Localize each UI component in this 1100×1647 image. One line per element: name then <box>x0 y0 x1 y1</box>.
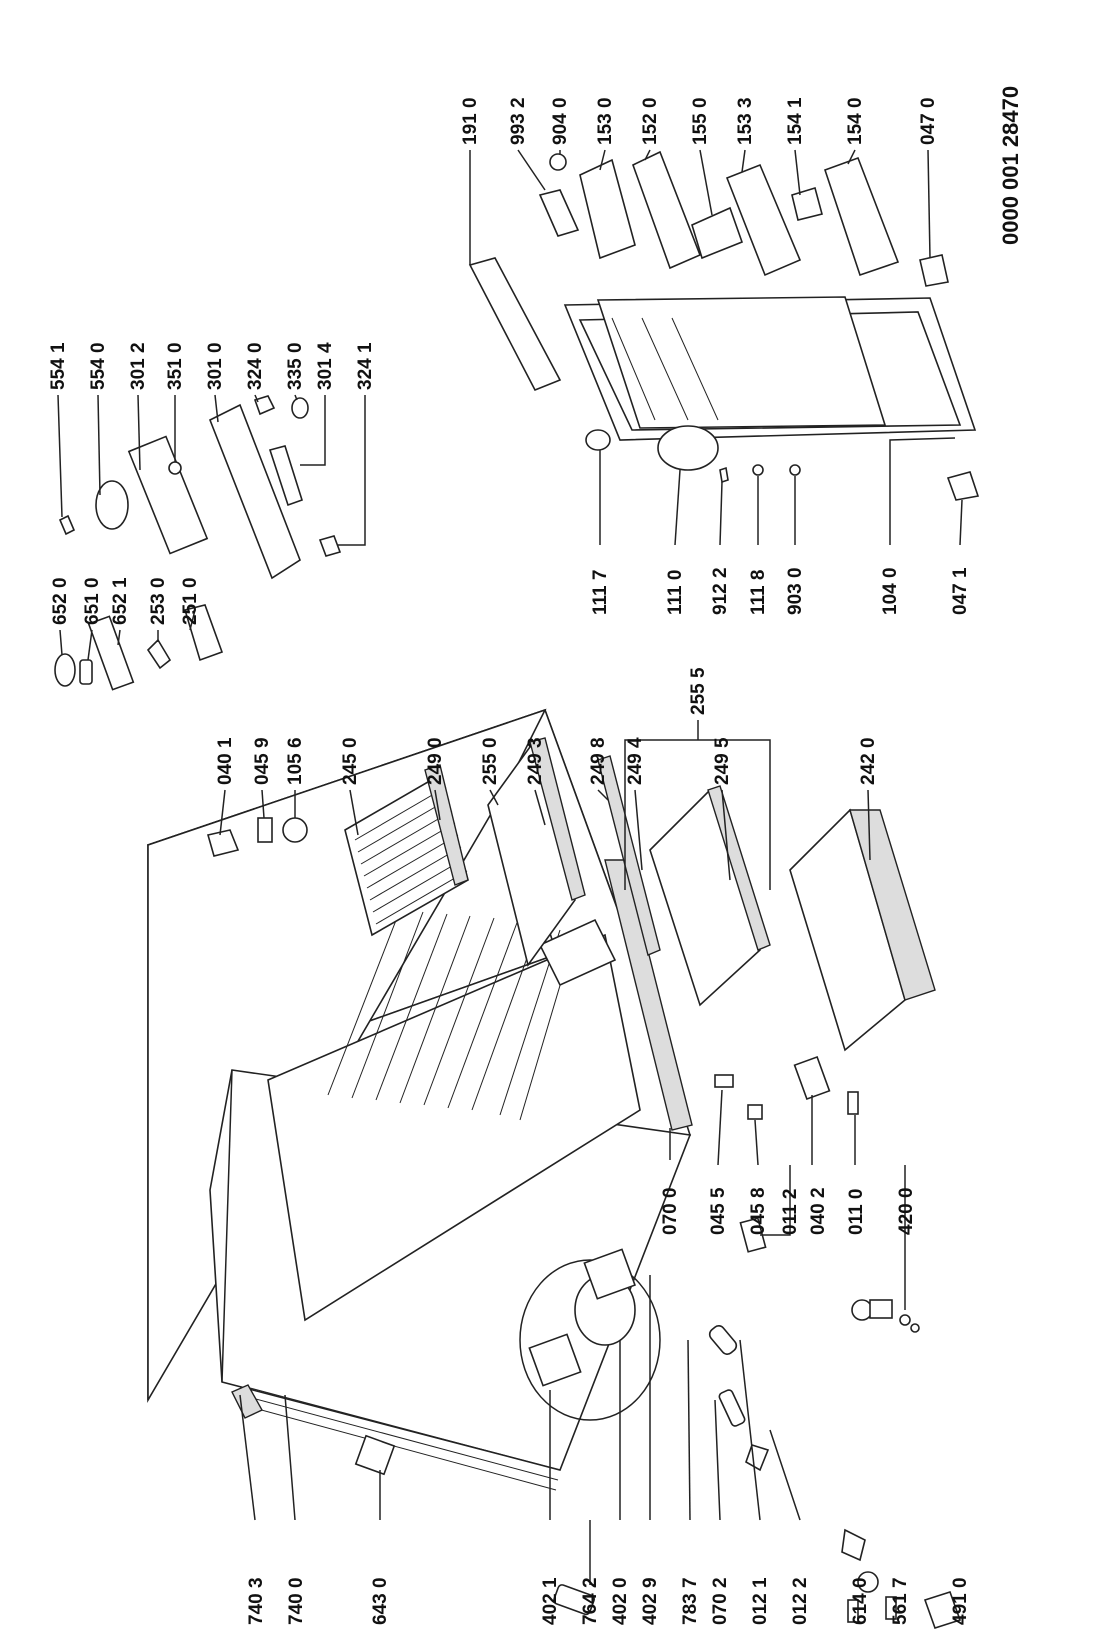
part-label: 040 2 <box>808 1187 829 1235</box>
part-label: 993 2 <box>508 97 529 145</box>
part-label: 111 7 <box>590 570 611 615</box>
labels-column-2: 070 0 045 5 045 8 011 2 040 2 011 0 420 … <box>660 1187 917 1235</box>
part-label: 047 0 <box>918 97 939 145</box>
part-label: 420 0 <box>896 1187 917 1235</box>
part-label: 249 5 <box>712 737 733 785</box>
part-label: 301 4 <box>315 342 336 390</box>
shelves-drawing <box>206 737 936 1052</box>
part-label: 045 8 <box>748 1187 769 1235</box>
part-label: 402 9 <box>640 1577 661 1625</box>
document-number: 0000 001 28470 <box>998 86 1023 245</box>
part-label: 153 0 <box>595 97 616 145</box>
part-label: 554 0 <box>88 342 109 390</box>
controls-drawing <box>54 604 224 691</box>
part-label: 045 9 <box>252 737 273 785</box>
part-label: 554 1 <box>48 342 69 390</box>
labels-column-6: 111 7 111 0 912 2 111 8 903 0 104 0 047 … <box>590 567 971 615</box>
fittings-drawing <box>708 1055 962 1629</box>
part-label: 012 1 <box>750 1577 771 1625</box>
part-label: 045 5 <box>708 1187 729 1235</box>
part-label: 154 1 <box>785 97 806 145</box>
part-label: 111 0 <box>665 570 686 615</box>
part-label: 070 0 <box>660 1187 681 1235</box>
labels-column-5: 554 1 554 0 301 2 351 0 301 0 324 0 335 … <box>48 342 376 390</box>
door-drawing <box>468 150 980 501</box>
light-housing-drawing <box>58 395 342 580</box>
part-label: 652 0 <box>50 577 71 625</box>
part-label: 153 3 <box>735 97 756 145</box>
labels-column-1: 740 3 740 0 643 0 402 1 764 2 402 0 402 … <box>246 1577 971 1625</box>
part-label: 903 0 <box>785 567 806 615</box>
part-label: 652 1 <box>110 577 131 625</box>
part-label: 740 0 <box>286 1577 307 1625</box>
part-label: 249 4 <box>625 737 646 785</box>
part-label: 040 1 <box>215 737 236 785</box>
part-label: 351 0 <box>165 342 186 390</box>
labels-column-3: 040 1 045 9 105 6 245 0 249 0 255 0 249 … <box>215 667 879 785</box>
part-label: 251 0 <box>180 577 201 625</box>
leader-lines <box>57 149 963 1585</box>
part-label: 104 0 <box>880 567 901 615</box>
part-label: 324 0 <box>245 342 266 390</box>
part-label: 012 2 <box>790 1577 811 1625</box>
part-label: 011 0 <box>846 1189 867 1236</box>
part-label: 154 0 <box>845 97 866 145</box>
part-label: 253 0 <box>148 577 169 625</box>
part-label: 651 0 <box>82 577 103 625</box>
part-label: 491 0 <box>950 1577 971 1625</box>
part-label: 335 0 <box>285 342 306 390</box>
part-label: 245 0 <box>340 737 361 785</box>
part-label: 011 2 <box>780 1189 801 1236</box>
part-label: 249 3 <box>525 737 546 785</box>
part-label: 402 1 <box>540 1577 561 1625</box>
part-label: 912 2 <box>710 567 731 615</box>
part-label: 764 2 <box>580 1577 601 1625</box>
part-label: 242 0 <box>858 737 879 785</box>
part-label: 152 0 <box>640 97 661 145</box>
part-label: 324 1 <box>355 342 376 390</box>
part-label: 191 0 <box>460 97 481 145</box>
part-label: 643 0 <box>370 1577 391 1625</box>
part-label: 614 0 <box>850 1577 871 1625</box>
labels-column-7: 191 0 993 2 904 0 153 0 152 0 155 0 153 … <box>460 97 939 145</box>
part-label: 249 0 <box>425 737 446 785</box>
part-label: 301 2 <box>128 342 149 390</box>
part-label: 249 8 <box>588 737 609 785</box>
part-label: 561 7 <box>890 1577 911 1625</box>
part-label: 070 2 <box>710 1577 731 1625</box>
part-label: 301 0 <box>205 342 226 390</box>
part-label: 783 7 <box>680 1577 701 1625</box>
part-label: 904 0 <box>550 97 571 145</box>
part-label: 155 0 <box>690 97 711 145</box>
part-label: 105 6 <box>285 737 306 785</box>
part-label: 402 0 <box>610 1577 631 1625</box>
labels-column-4: 652 0 651 0 652 1 253 0 251 0 <box>50 577 201 625</box>
group-label: 255 5 <box>688 667 709 715</box>
part-label: 255 0 <box>480 737 501 785</box>
part-label: 740 3 <box>246 1577 267 1625</box>
part-label: 111 8 <box>748 570 769 615</box>
part-label: 047 1 <box>950 567 971 615</box>
